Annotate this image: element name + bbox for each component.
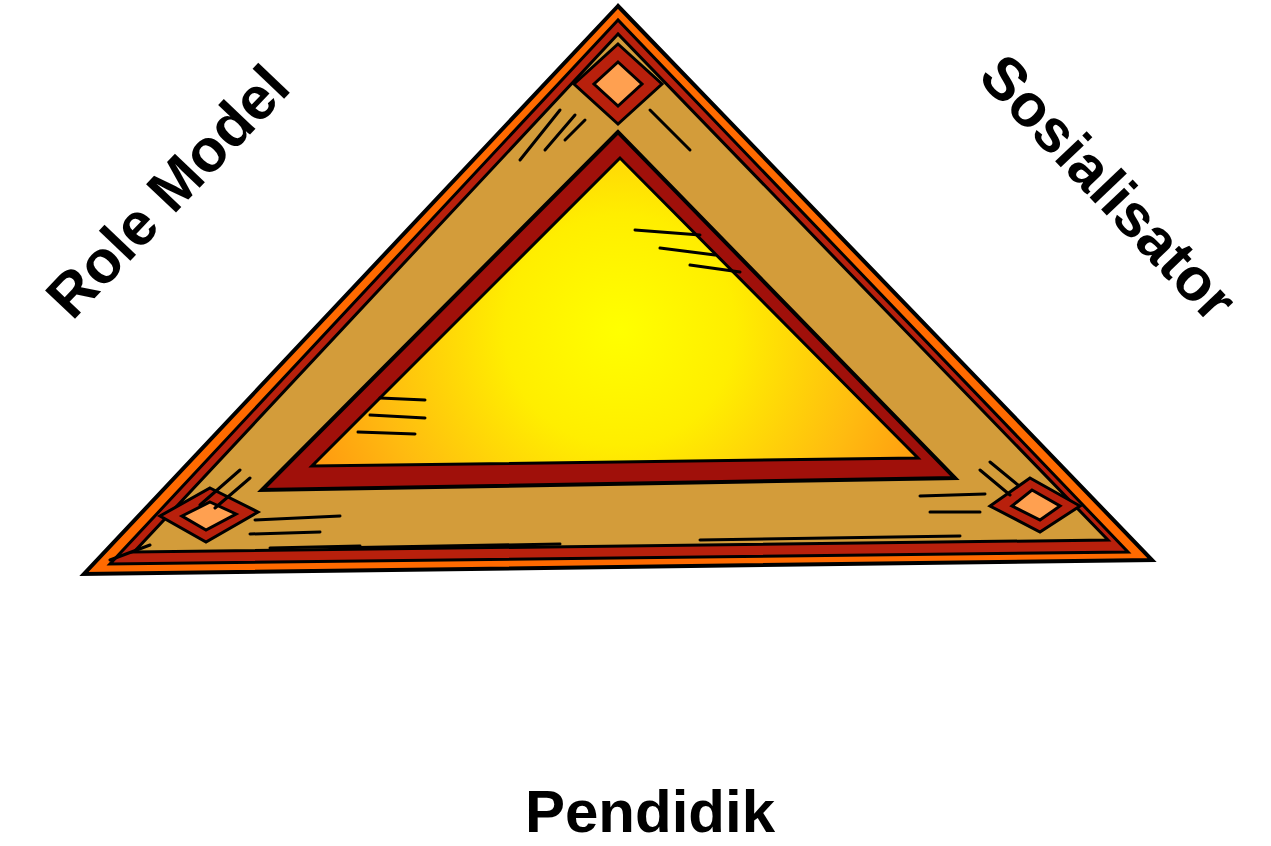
inner-border bbox=[262, 132, 955, 490]
sun-fill bbox=[312, 158, 918, 466]
wood-grain bbox=[110, 110, 1018, 560]
role-label: Role Model bbox=[34, 53, 302, 331]
corner-diamonds bbox=[160, 44, 1080, 542]
role-label: Pendidik bbox=[525, 779, 775, 845]
role-label: Sosialisator bbox=[967, 42, 1249, 334]
